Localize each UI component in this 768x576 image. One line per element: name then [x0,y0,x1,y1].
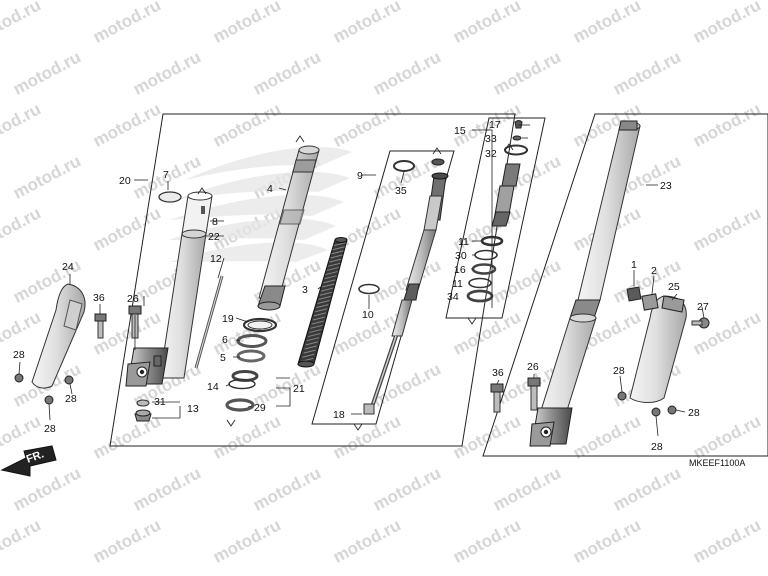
left-leg-assembly-frame [109,113,516,447]
fork-tube-4 [257,145,320,311]
callout-36-right: 36 [492,367,504,379]
callout-28-b: 28 [65,393,77,405]
bolt-36-left [94,313,107,339]
callout-28-c: 28 [44,423,56,435]
axle-holder-left [125,347,169,387]
block-2 [641,293,659,311]
axle-holder-right [529,407,573,447]
callout-labels: 20 7 8 22 12 26 31 13 19 6 5 14 29 21 4 … [13,119,709,453]
callout-11-lower: 11 [452,278,463,290]
callout-30: 30 [455,250,467,262]
fork-guard-left-24 [31,283,86,389]
seal-stack [225,317,278,412]
assembly-frames [109,113,768,457]
callout-17: 17 [489,119,501,131]
block-1 [626,286,642,302]
callout-26-left: 26 [127,293,139,305]
callout-8: 8 [212,216,218,228]
callout-13: 13 [187,403,199,415]
callout-6: 6 [222,334,228,346]
bolt-36-right [490,383,504,413]
direction-label: FR. [25,448,46,465]
callout-24: 24 [62,261,74,273]
callout-4: 4 [267,183,273,195]
callout-36-left: 36 [93,292,105,304]
top-ring-7 [158,191,182,203]
callout-18: 18 [333,409,345,421]
valve-parts-frame [445,117,546,319]
valve-assembly-15 [466,120,528,303]
callout-2: 2 [651,265,657,277]
callout-29: 29 [254,402,266,414]
callout-33: 33 [485,133,497,145]
callout-26-right: 26 [527,361,539,373]
callout-12: 12 [210,253,222,265]
callout-5: 5 [220,352,226,364]
damper-cartridge-9 [358,158,449,415]
bolt-26-right [527,377,541,411]
callout-35: 35 [395,185,407,197]
chevron-markers [197,135,514,431]
callout-7: 7 [163,169,169,181]
callout-22: 22 [208,231,220,243]
callout-34: 34 [447,291,459,303]
bolt-31 [134,399,152,422]
callout-10: 10 [362,309,374,321]
callout-19: 19 [222,313,234,325]
inner-cartridge-frame [311,150,455,425]
callout-1: 1 [631,259,637,271]
callout-20: 20 [119,175,131,187]
callout-25: 25 [668,281,680,293]
leader-lines [18,124,705,437]
callout-32: 32 [485,148,497,160]
callout-9: 9 [357,170,363,182]
right-leg-assembly-frame [482,113,768,457]
callout-27: 27 [697,301,709,313]
front-direction-arrow-icon: FR. [0,445,57,477]
callout-14: 14 [207,381,219,393]
callout-31: 31 [154,396,166,408]
bolt-27 [691,317,710,329]
callout-28-d: 28 [613,365,625,377]
callout-28-f: 28 [651,441,663,453]
callout-15: 15 [454,125,466,137]
callout-16: 16 [454,264,466,276]
callout-23: 23 [660,180,672,192]
outer-tube-left [159,191,213,379]
fork-leg-right [537,120,641,421]
diagram-reference-code: MKEEF1100A [689,458,745,468]
callout-28-e: 28 [688,407,700,419]
callout-21: 21 [293,383,305,395]
fork-spring-3 [297,237,348,368]
fork-guard-right-25 [629,295,687,403]
callout-28-a: 28 [13,349,25,361]
callout-11-upper: 11 [458,236,469,248]
callout-3: 3 [302,284,308,296]
